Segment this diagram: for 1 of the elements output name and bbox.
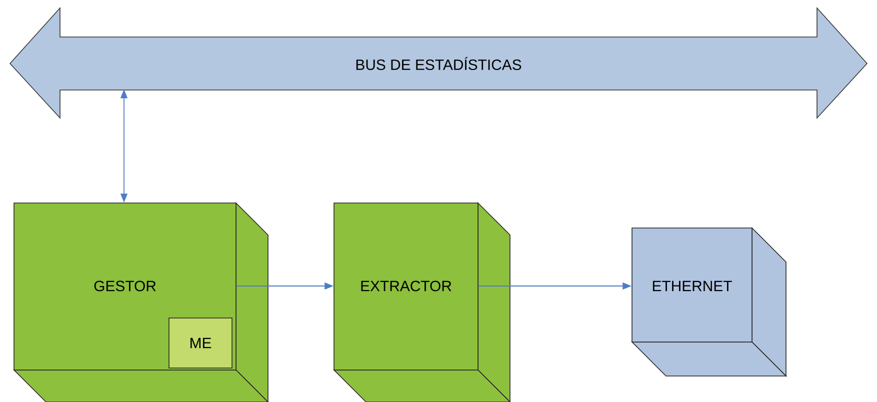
module-box: ME (168, 318, 232, 368)
